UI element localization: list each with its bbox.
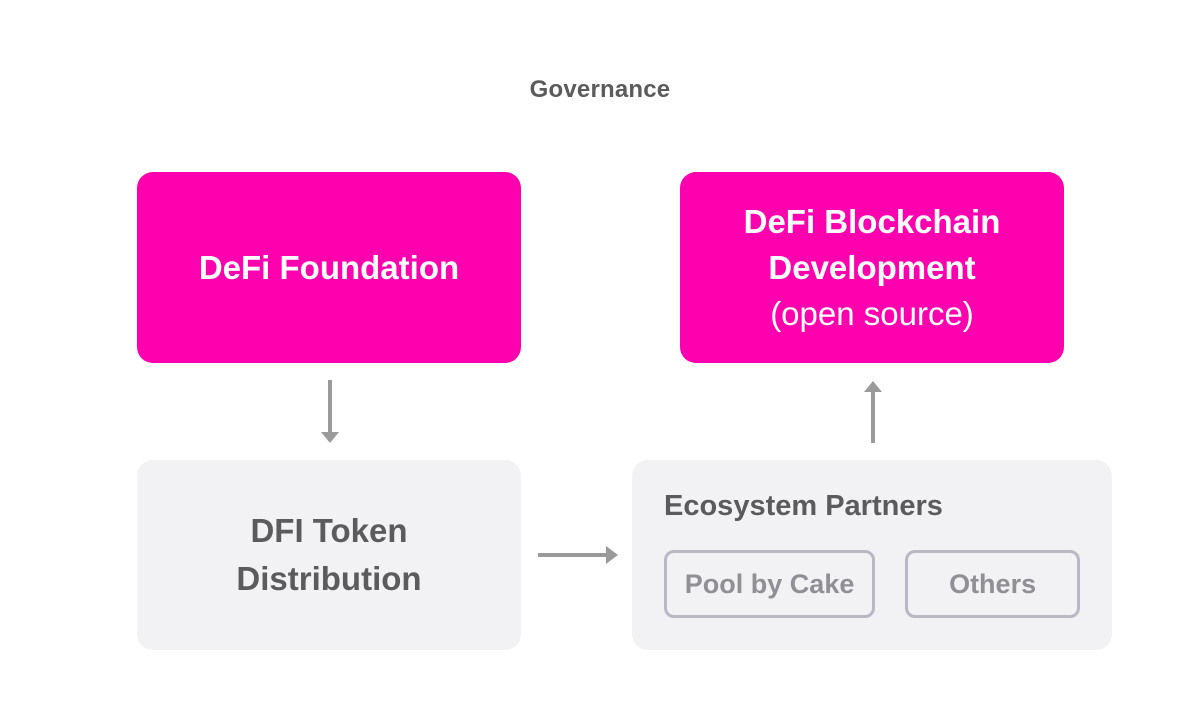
diagram-title: Governance: [529, 76, 671, 103]
node-ecosystem-partners: Ecosystem Partners Pool by Cake Others: [632, 460, 1112, 650]
defi-blockchain-label-line1: DeFi Blockchain: [743, 202, 1001, 240]
partner-pool-by-cake: Pool by Cake: [664, 550, 876, 618]
partner-pool-by-cake-label: Pool by Cake: [684, 568, 855, 599]
partners-row: Pool by Cake Others: [664, 550, 1080, 618]
partner-others-label: Others: [949, 568, 1037, 599]
defi-blockchain-label-line3: (open source): [770, 294, 974, 332]
arrow-right-shaft: [538, 553, 607, 557]
arrow-up-shaft: [871, 390, 875, 443]
arrow-right-icon: [538, 546, 618, 564]
ecosystem-partners-title: Ecosystem Partners: [664, 490, 943, 522]
partner-others: Others: [905, 550, 1080, 618]
dfi-token-label-line1: DFI Token: [250, 512, 408, 549]
arrow-right-head: [606, 546, 618, 564]
dfi-token-label-line2: Distribution: [236, 560, 422, 597]
node-dfi-token-distribution: DFI Token Distribution: [137, 460, 521, 650]
arrow-up-icon: [864, 381, 882, 443]
arrow-down-head: [321, 432, 339, 443]
defi-foundation-label: DeFi Foundation: [198, 248, 460, 286]
arrow-down-icon: [321, 380, 339, 443]
node-defi-foundation: DeFi Foundation: [137, 172, 521, 363]
arrow-down-shaft: [328, 380, 332, 433]
node-defi-blockchain-development: DeFi Blockchain Development (open source…: [680, 172, 1064, 363]
arrow-up-head: [864, 381, 882, 392]
defi-blockchain-label-line2: Development: [768, 248, 976, 286]
